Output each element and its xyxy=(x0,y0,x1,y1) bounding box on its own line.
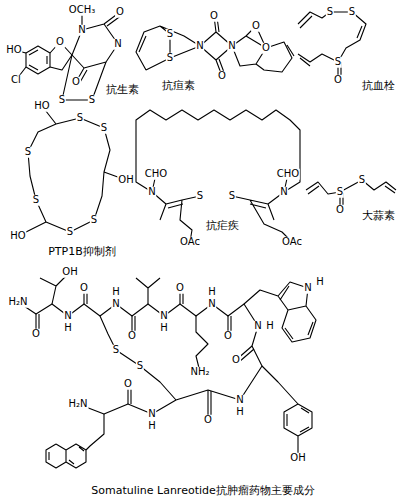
atom-label: H xyxy=(63,323,73,334)
atom-label: H₂N xyxy=(7,297,28,308)
atom-label: O xyxy=(115,7,125,18)
atom-label: O xyxy=(333,75,343,86)
compound-name: 抗生素 xyxy=(105,84,140,96)
atom-label: H xyxy=(265,321,275,332)
atom-label: H₂N xyxy=(67,399,88,410)
atom-label: O xyxy=(217,71,227,82)
atom-label: S xyxy=(100,123,108,134)
atom-label: OCH₃ xyxy=(68,5,96,16)
atom-label: O xyxy=(31,329,41,340)
atom-label: N xyxy=(227,41,236,52)
compound-name: PTP1B抑制剂 xyxy=(47,246,117,258)
atom-label: O xyxy=(79,283,89,294)
atom-label: S xyxy=(112,345,120,356)
atom-label: CHO xyxy=(144,169,168,180)
atom-label: O xyxy=(261,43,271,54)
atom-label: S xyxy=(326,7,334,18)
atom-label: S xyxy=(348,7,356,18)
atom-label: S xyxy=(228,191,236,202)
atom-label: S xyxy=(88,95,96,106)
atom-label: HO xyxy=(9,231,26,242)
atom-label: S xyxy=(76,113,84,124)
atom-label: H xyxy=(159,323,169,334)
atom-label: N xyxy=(77,25,86,36)
atom-label: N xyxy=(235,395,244,406)
atom-label: OH xyxy=(289,453,306,464)
atom-label: HO xyxy=(33,101,50,112)
atom-label: N xyxy=(207,299,216,310)
atom-label: OH xyxy=(117,175,134,186)
compound-name: 大蒜素 xyxy=(361,210,396,222)
atom-label: O xyxy=(127,331,137,342)
atom-label: OAc xyxy=(281,237,303,248)
atom-label: S xyxy=(358,175,366,186)
atom-label: O xyxy=(175,283,185,294)
atom-label: H xyxy=(235,407,245,418)
atom-label: H xyxy=(207,287,217,298)
compound-name: 抗疟疾 xyxy=(205,220,240,232)
atom-label: N xyxy=(63,311,72,322)
compound-name: 抗疸素 xyxy=(161,80,196,92)
compound-name: 抗血栓 xyxy=(361,80,396,92)
atom-label: S xyxy=(66,227,74,238)
atom-label: O xyxy=(209,11,219,22)
caption: Somatuline Lanreotide抗肿瘤药物主要成分 xyxy=(90,485,316,497)
atom-label: Cl xyxy=(10,75,22,86)
atom-label: N xyxy=(195,41,204,52)
atom-label: H xyxy=(147,421,157,432)
atom-label: CHO xyxy=(276,169,300,180)
atom-label: O xyxy=(223,331,233,342)
atom-label: OAc xyxy=(179,237,201,248)
atom-label: N xyxy=(111,299,120,310)
atom-label: NH₂ xyxy=(189,367,210,378)
atom-label: S xyxy=(136,361,144,372)
atom-label: O xyxy=(55,37,65,48)
atom-label: O xyxy=(123,379,133,390)
atom-label: N xyxy=(159,311,168,322)
atom-label: N xyxy=(147,187,156,198)
atom-label: S xyxy=(166,53,174,64)
atom-label: O xyxy=(203,415,213,426)
atom-label: S xyxy=(166,29,174,40)
atom-label: S xyxy=(58,95,66,106)
atom-label: O xyxy=(335,205,345,216)
atom-label: S xyxy=(196,191,204,202)
atom-label: O xyxy=(231,355,241,366)
atom-label: O xyxy=(251,21,261,32)
atom-label: HO xyxy=(5,45,22,56)
atom-label: N xyxy=(253,321,262,332)
atom-label: H xyxy=(315,277,325,288)
atom-label: N xyxy=(113,39,122,50)
atom-label: N xyxy=(279,187,288,198)
atom-label: O xyxy=(71,77,81,88)
atom-label: N xyxy=(303,283,312,294)
atom-label: N xyxy=(147,409,156,420)
atom-label: S xyxy=(336,187,344,198)
atom-label: OH xyxy=(61,267,78,278)
atom-label: H xyxy=(111,287,121,298)
atom-label: S xyxy=(90,215,98,226)
atom-label: S xyxy=(24,147,32,158)
atom-label: S xyxy=(334,57,342,68)
atom-label: S xyxy=(32,195,40,206)
